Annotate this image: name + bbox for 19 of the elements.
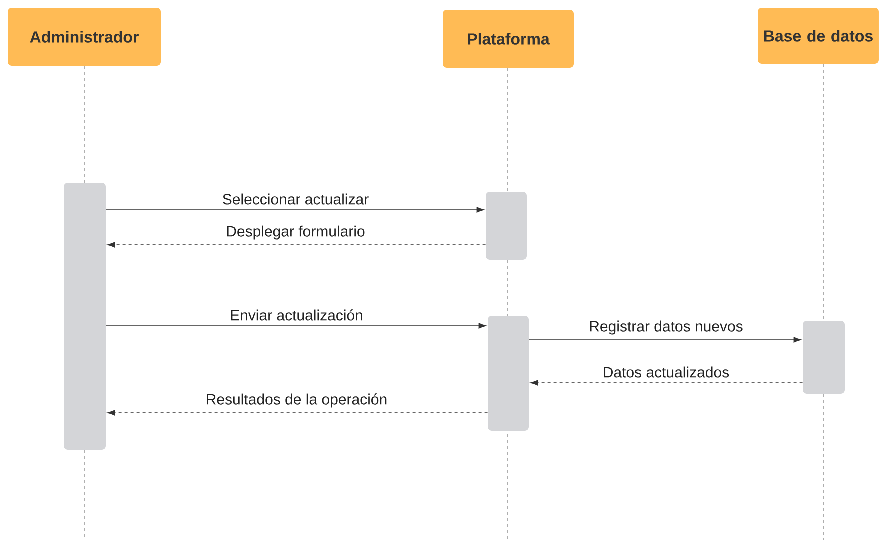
activation-bar [488, 316, 529, 431]
edge-label: Seleccionar actualizar [223, 194, 369, 205]
participant-box: Plataforma [443, 10, 574, 68]
edge-label: Registrar datos nuevos [590, 320, 743, 335]
edge-label: Datos actualizados [604, 366, 730, 378]
message-arrow [108, 242, 486, 248]
message-arrow [106, 323, 486, 329]
activation-bar [64, 183, 106, 450]
message-arrow [106, 207, 484, 213]
message-arrow [108, 410, 488, 416]
participant-box: Base de datos [758, 8, 879, 64]
edge-label: Enviar actualización [231, 310, 362, 321]
message-arrow [530, 380, 804, 386]
activation-bar [486, 192, 527, 260]
edge-label: Resultados de la operación [207, 394, 387, 408]
participant-box: Administrador [8, 8, 161, 66]
activation-bar [803, 321, 845, 394]
edge-label: Desplegar formulario [227, 226, 365, 240]
message-arrow [528, 337, 802, 343]
